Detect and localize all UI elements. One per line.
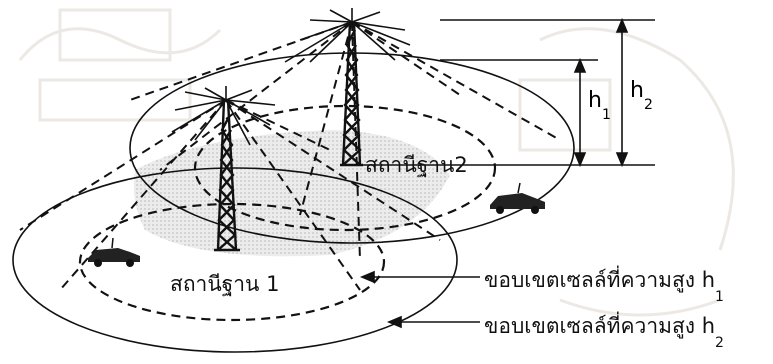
car-icon-1: [88, 238, 140, 267]
h2-letter: h: [630, 78, 644, 103]
boundary-h1-text: ขอบเขตเซลล์ที่ความสูง h: [484, 268, 715, 292]
tower-station-2: [340, 22, 363, 165]
legend-leaders: [362, 272, 480, 327]
h2-subscript: 2: [644, 97, 653, 113]
h1-subscript: 1: [602, 107, 611, 123]
boundary-h1-subscript: 1: [715, 289, 724, 305]
station-1-label: สถานีฐาน 1: [170, 268, 279, 301]
h2-label: h2: [630, 78, 653, 103]
h1-letter: h: [588, 88, 602, 113]
boundary-h2-legend: ขอบเขตเซลล์ที่ความสูง h2: [484, 310, 724, 343]
boundary-h2-text: ขอบเขตเซลล์ที่ความสูง h: [484, 314, 715, 338]
car-icon-2: [490, 183, 545, 214]
station-2-label: สถานีฐาน2: [365, 149, 468, 182]
boundary-h2-subscript: 2: [715, 335, 724, 351]
h1-label: h1: [588, 88, 611, 113]
boundary-h1-legend: ขอบเขตเซลล์ที่ความสูง h1: [484, 264, 724, 297]
